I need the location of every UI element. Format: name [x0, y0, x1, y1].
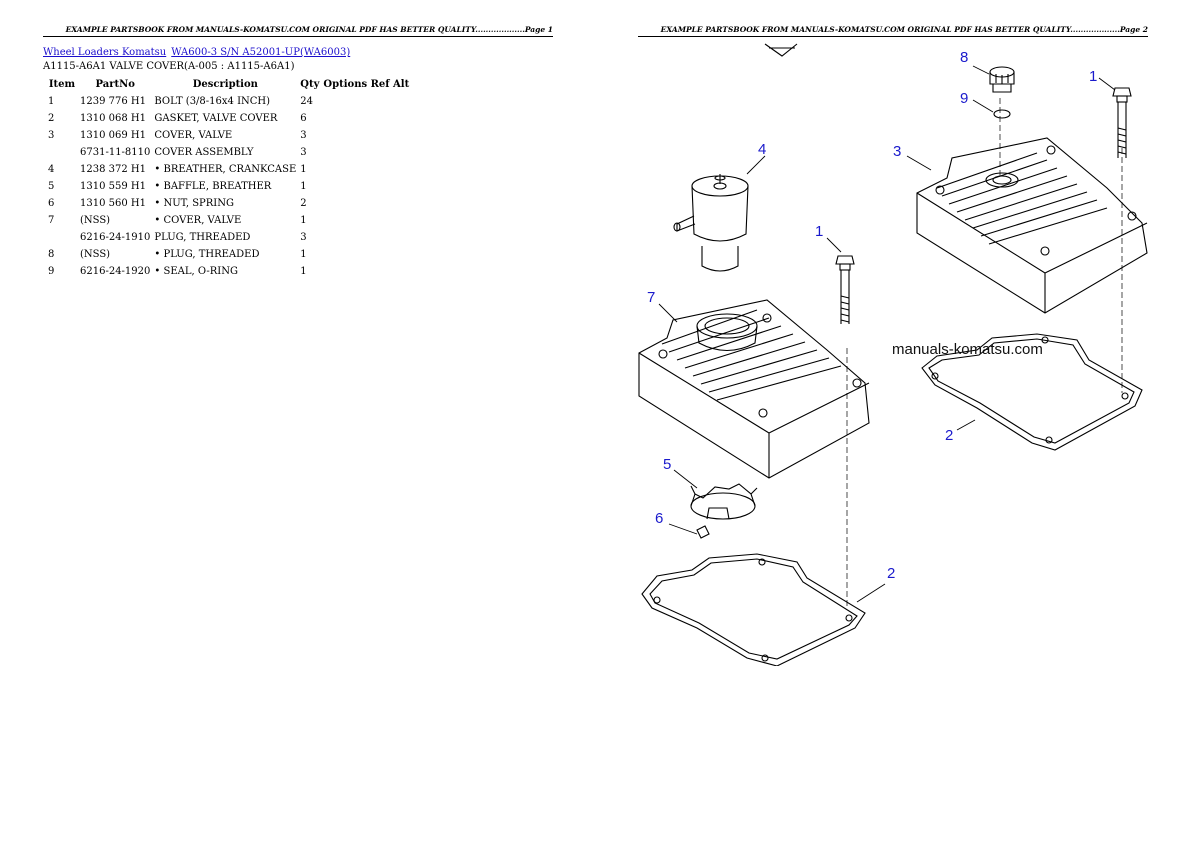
- header-options-ref-alt: Options Ref Alt: [323, 79, 410, 90]
- cell-partno: 1310 560 H1: [80, 198, 146, 209]
- bolt-drawing-middle: [835, 255, 855, 324]
- breadcrumb: Wheel Loaders Komatsu WA600-3 S/N A52001-…: [43, 46, 563, 60]
- parts-list-page: Wheel Loaders Komatsu WA600-3 S/N A52001-…: [43, 46, 563, 280]
- cell-description: • PLUG, THREADED: [154, 249, 260, 260]
- cell-qty: 1: [300, 215, 307, 226]
- cell-item: 6: [48, 198, 55, 209]
- cell-qty: 1: [300, 181, 307, 192]
- callout-1-middle: 1: [815, 223, 823, 240]
- cell-description: • SEAL, O-RING: [154, 266, 238, 277]
- header-item: Item: [48, 79, 76, 90]
- o-ring-drawing: [993, 109, 1011, 119]
- page-2-header: EXAMPLE PARTSBOOK FROM MANUALS-KOMATSU.C…: [638, 24, 1148, 37]
- parts-table: Item PartNo Description Qty Options Ref …: [43, 77, 411, 280]
- cell-qty: 3: [300, 147, 307, 158]
- cell-partno: (NSS): [80, 215, 111, 226]
- callout-7: 7: [647, 289, 655, 306]
- valve-cover-drawing-upper: [916, 137, 1148, 314]
- spring-nut-drawing: [696, 525, 710, 539]
- assembly-guide-lines: [846, 98, 1123, 608]
- table-row: 5 1310 559 H1 • BAFFLE, BREATHER 1: [43, 178, 411, 195]
- page-1-header: EXAMPLE PARTSBOOK FROM MANUALS-KOMATSU.C…: [43, 24, 553, 37]
- cell-qty: 1: [300, 249, 307, 260]
- cell-item: 2: [48, 113, 55, 124]
- cell-partno: 1310 068 H1: [80, 113, 146, 124]
- valve-cover-drawing-lower: [638, 299, 870, 479]
- cell-item: 8: [48, 249, 55, 260]
- cell-partno: 1238 372 H1: [80, 164, 146, 175]
- cell-description: • NUT, SPRING: [154, 198, 234, 209]
- cell-partno: 1310 069 H1: [80, 130, 146, 141]
- callout-2-lower: 2: [887, 565, 895, 582]
- threaded-plug-drawing: [989, 66, 1015, 93]
- callout-3: 3: [893, 143, 901, 160]
- cell-item: 4: [48, 164, 55, 175]
- cell-qty: 24: [300, 96, 314, 107]
- cell-qty: 3: [300, 130, 307, 141]
- table-row: 8 (NSS) • PLUG, THREADED 1: [43, 246, 411, 263]
- section-title: A1115-A6A1 VALVE COVER(A-005 : A1115-A6A…: [43, 61, 295, 72]
- callout-4: 4: [758, 141, 766, 158]
- gasket-drawing-upper: [921, 333, 1143, 451]
- table-row: 6 1310 560 H1 • NUT, SPRING 2: [43, 195, 411, 212]
- breadcrumb-link-wheel-loaders[interactable]: Wheel Loaders Komatsu: [43, 47, 167, 58]
- callout-1-upper: 1: [1089, 68, 1097, 85]
- cell-description: COVER, VALVE: [154, 130, 233, 141]
- cell-qty: 1: [300, 266, 307, 277]
- cell-item: 9: [48, 266, 55, 277]
- callout-leader-lines: [658, 65, 1116, 603]
- exploded-parts-diagram: manuals-komatsu.com 8 9 1 3 4 1 7 2 5 6 …: [637, 38, 1157, 667]
- table-header-row: Item PartNo Description Qty Options Ref …: [43, 77, 411, 93]
- callout-9: 9: [960, 90, 968, 107]
- callout-8: 8: [960, 49, 968, 66]
- watermark-text: manuals-komatsu.com: [892, 341, 1043, 358]
- cutoff-fragment-drawing: [764, 43, 798, 57]
- cell-description: • BREATHER, CRANKCASE: [154, 164, 297, 175]
- cell-qty: 2: [300, 198, 307, 209]
- cell-description: • BAFFLE, BREATHER: [154, 181, 272, 192]
- cell-description: • COVER, VALVE: [154, 215, 242, 226]
- cell-partno: 1239 776 H1: [80, 96, 146, 107]
- cell-item: 5: [48, 181, 55, 192]
- cell-description: GASKET, VALVE COVER: [154, 113, 278, 124]
- cell-item: 7: [48, 215, 55, 226]
- header-qty: Qty: [300, 79, 320, 90]
- cell-qty: 6: [300, 113, 307, 124]
- cell-partno: 6731-11-8110: [80, 147, 151, 158]
- table-row: 9 6216-24-1920• SEAL, O-RING 1: [43, 263, 411, 280]
- header-description: Description: [192, 79, 258, 90]
- cell-description: BOLT (3/8-16x4 INCH): [154, 96, 271, 107]
- cell-partno: 6216-24-1920: [80, 266, 151, 277]
- crankcase-breather-drawing: [673, 174, 749, 272]
- breather-baffle-drawing: [690, 483, 758, 520]
- cell-partno: 1310 559 H1: [80, 181, 146, 192]
- header-partno: PartNo: [95, 79, 135, 90]
- cell-item: [43, 229, 78, 246]
- cell-partno: 6216-24-1910: [80, 232, 151, 243]
- cell-qty: 3: [300, 232, 307, 243]
- cell-partno: (NSS): [80, 249, 111, 260]
- breadcrumb-link-model[interactable]: WA600-3 S/N A52001-UP(WA6003): [171, 47, 351, 58]
- table-row: 1 1239 776 H1 BOLT (3/8-16x4 INCH) 24: [43, 93, 411, 110]
- callout-2-upper: 2: [945, 427, 953, 444]
- cell-item: 1: [48, 96, 55, 107]
- cell-item: [43, 144, 78, 161]
- cell-qty: 1: [300, 164, 307, 175]
- table-row: 7 (NSS) • COVER, VALVE 1: [43, 212, 411, 229]
- cell-description: PLUG, THREADED: [154, 232, 251, 243]
- gasket-drawing-lower: [641, 553, 866, 667]
- callout-5: 5: [663, 456, 671, 473]
- table-row: 2 1310 068 H1 GASKET, VALVE COVER 6: [43, 110, 411, 127]
- callout-6: 6: [655, 510, 663, 527]
- cell-item: 3: [48, 130, 55, 141]
- table-row: 3 1310 069 H1 COVER, VALVE 3: [43, 127, 411, 144]
- bolt-drawing-upper: [1112, 87, 1132, 158]
- cell-description: COVER ASSEMBLY: [154, 147, 254, 158]
